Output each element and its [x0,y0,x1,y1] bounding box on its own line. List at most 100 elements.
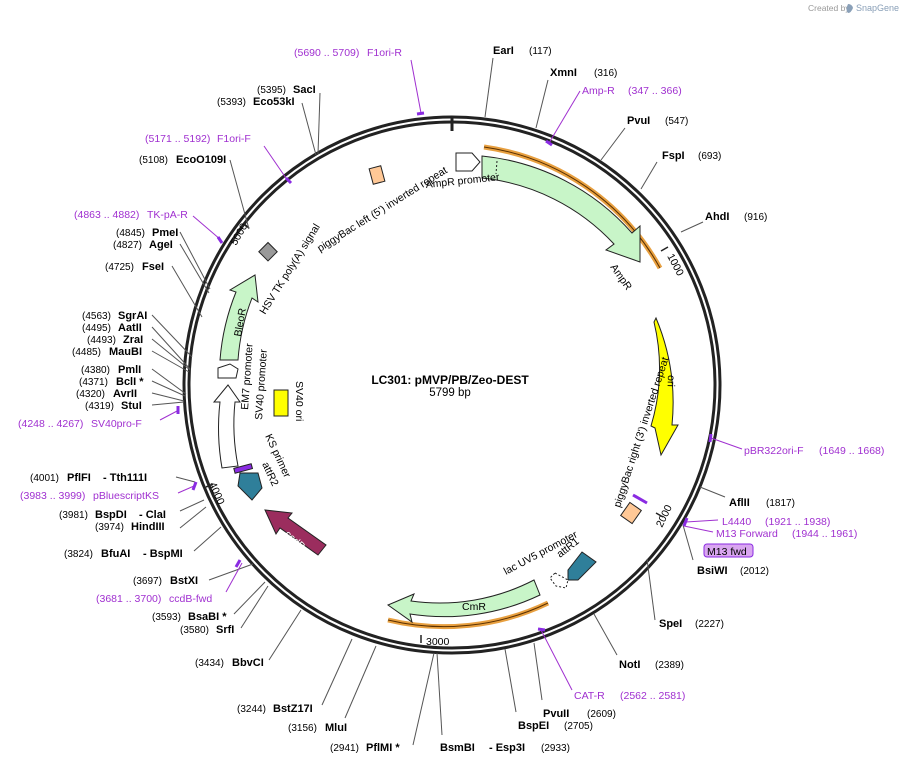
site-name: PflMI * [366,742,400,754]
tick-label: 3000 [426,636,450,648]
site-pos: (2933) [541,743,570,754]
primer-name: F1ori-F [217,133,251,145]
cmr-arrow [386,579,541,624]
m13-fwd-label: M13 fwd [707,546,747,558]
piggybac-left-repeat [368,165,386,185]
site-name: XmnI [550,67,577,79]
primer-range: (4248 .. 4267) [18,418,83,430]
site-pos: (2705) [564,721,593,732]
site-name: NotI [619,659,640,671]
site-name: StuI [121,400,142,412]
site-name: FspI [662,150,685,162]
primer-range: (3983 .. 3999) [20,490,85,502]
site-name: BbvCI [232,657,264,669]
site-name: AflII [729,497,750,509]
feature-label: SV40 ori [293,381,305,421]
piggybac-right-repeat [619,501,643,525]
site-name: SrfI [216,624,234,636]
credit-label: Created by [808,3,850,13]
primer-range: (347 .. 366) [628,85,682,97]
site-name: EarI [493,45,514,57]
site-pos: (547) [665,116,688,127]
site-leader-lines [151,57,743,746]
site-pos: (2941) [330,743,359,754]
site-pos: (4845) [116,228,145,239]
site-pos: (3824) [64,549,93,560]
site-pos: (2389) [655,660,684,671]
plasmid-size: 5799 bp [429,387,471,399]
site-pos: (3593) [152,612,181,623]
site-pos: (117) [529,46,552,57]
site-labels: EarI (117) XmnI (316) PvuI (547) FspI (6… [30,45,795,754]
site-pos: (1817) [766,498,795,509]
site-name: BstZ17I [273,703,313,715]
site-pos: (4827) [113,240,142,251]
site-name: EcoO109I [176,154,226,166]
site-name: - ClaI [139,509,166,521]
primer-range: (1649 .. 1668) [819,445,884,457]
attr1-arrow [567,551,597,581]
primer-range: (1921 .. 1938) [765,516,830,528]
site-name: - BspMI [143,548,183,560]
site-pos: (3434) [195,658,224,669]
m13-fwd-badge [703,543,754,558]
site-name: PvuI [627,115,650,127]
site-pos: (5393) [217,97,246,108]
site-pos: (3580) [180,625,209,636]
site-pos: (5395) [257,85,286,96]
site-name: HindIII [131,521,165,533]
site-pos: (5108) [139,155,168,166]
primer-marks [176,111,713,632]
site-pos: (4485) [72,347,101,358]
sv40-promoter-arrow [212,384,241,469]
primer-name: TK-pA-R [147,209,188,221]
site-name: PmlI [118,364,141,376]
site-name: AvrII [113,388,137,400]
site-pos: (4320) [76,389,105,400]
site-name: BfuAI [101,548,130,560]
plasmid-name: LC301: pMVP/PB/Zeo-DEST [371,373,529,387]
sv40-ori-box [273,389,289,417]
site-name: PmeI [152,227,178,239]
site-name: BsmBI [440,742,475,754]
site-name: BsiWI [697,565,728,577]
feature-label: SV40 promoter [253,348,270,420]
site-name: SpeI [659,618,682,630]
site-pos: (4380) [81,365,110,376]
ccdb-arrow [264,509,327,556]
ampr-arrow [481,155,641,263]
site-name: SgrAI [118,310,147,322]
site-name: AhdI [705,211,729,223]
site-name: PflFI [67,472,91,484]
primer-name: pBluescriptKS [93,490,159,502]
primer-labels: (5690 .. 5709) F1ori-R Amp-R (347 .. 366… [18,47,884,702]
site-name: FseI [142,261,164,273]
tick-label: 4000 [206,480,227,506]
site-name: PvuII [543,708,569,720]
site-name: - Esp3I [489,742,525,754]
site-pos: (4563) [82,311,111,322]
site-name: MauBI [109,346,142,358]
ks-primer-mark [233,463,254,474]
site-pos: (3697) [133,576,162,587]
site-pos: (693) [698,151,721,162]
site-name: BstXI [170,575,198,587]
site-pos: (2609) [587,709,616,720]
site-pos: (4495) [82,323,111,334]
site-pos: (4001) [30,473,59,484]
primer-range: (5171 .. 5192) [145,133,210,145]
primer-range: (1944 .. 1961) [792,528,857,540]
feature-label: AmpR [608,262,635,293]
brand-label: SnapGene [856,3,899,13]
em7-promoter-arrow [217,363,239,379]
feature-label: HSV TK poly(A) signal [257,222,322,317]
site-pos: (3981) [59,510,88,521]
primer-range: (5690 .. 5709) [294,47,359,59]
site-name: AatII [118,322,142,334]
primer-name: L4440 [722,516,751,528]
site-name: MluI [325,722,347,734]
primer-name: M13 Forward [716,528,778,540]
site-name: ZraI [123,334,143,346]
primer-name: SV40pro-F [91,418,142,430]
